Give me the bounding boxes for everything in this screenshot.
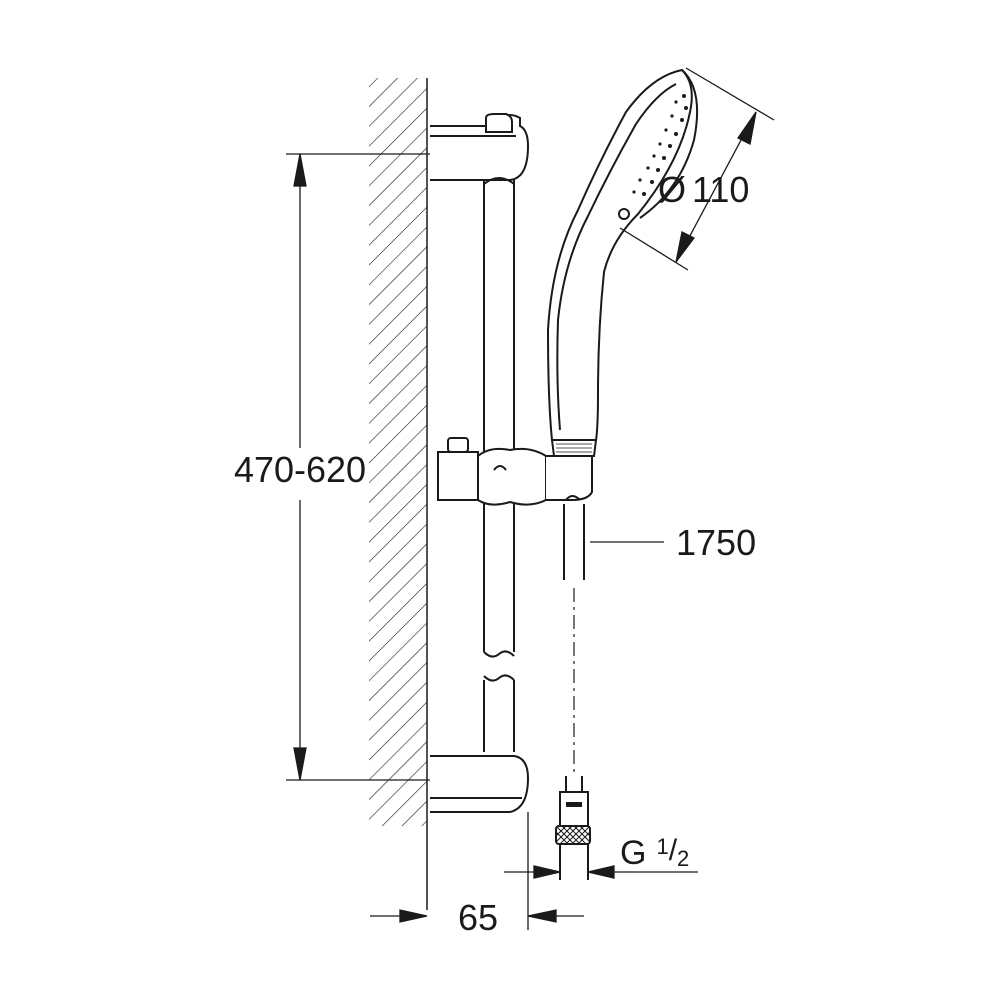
- height-range-label: 470-620: [234, 449, 366, 490]
- shower-rail-icon: [430, 113, 593, 813]
- diameter-dimension: [619, 67, 775, 271]
- thread-dimension: [504, 865, 698, 879]
- diameter-value: 110: [692, 169, 749, 210]
- offset-dimension: [370, 812, 584, 930]
- wall-offset-label: 65: [458, 897, 498, 938]
- thread-numerator: 1: [656, 834, 668, 859]
- diameter-symbol: Ø: [658, 169, 686, 210]
- hose-length-label: 1750: [676, 522, 756, 563]
- thread-slash: /: [669, 834, 678, 867]
- thread-denominator: 2: [677, 846, 689, 871]
- shower-hose-icon: [563, 495, 585, 776]
- hand-shower-icon: [546, 68, 699, 457]
- height-dimension: [286, 153, 430, 781]
- hose-nut-icon: [555, 776, 591, 880]
- wall-hatch-icon: [369, 78, 428, 910]
- thread-prefix: G: [620, 834, 646, 872]
